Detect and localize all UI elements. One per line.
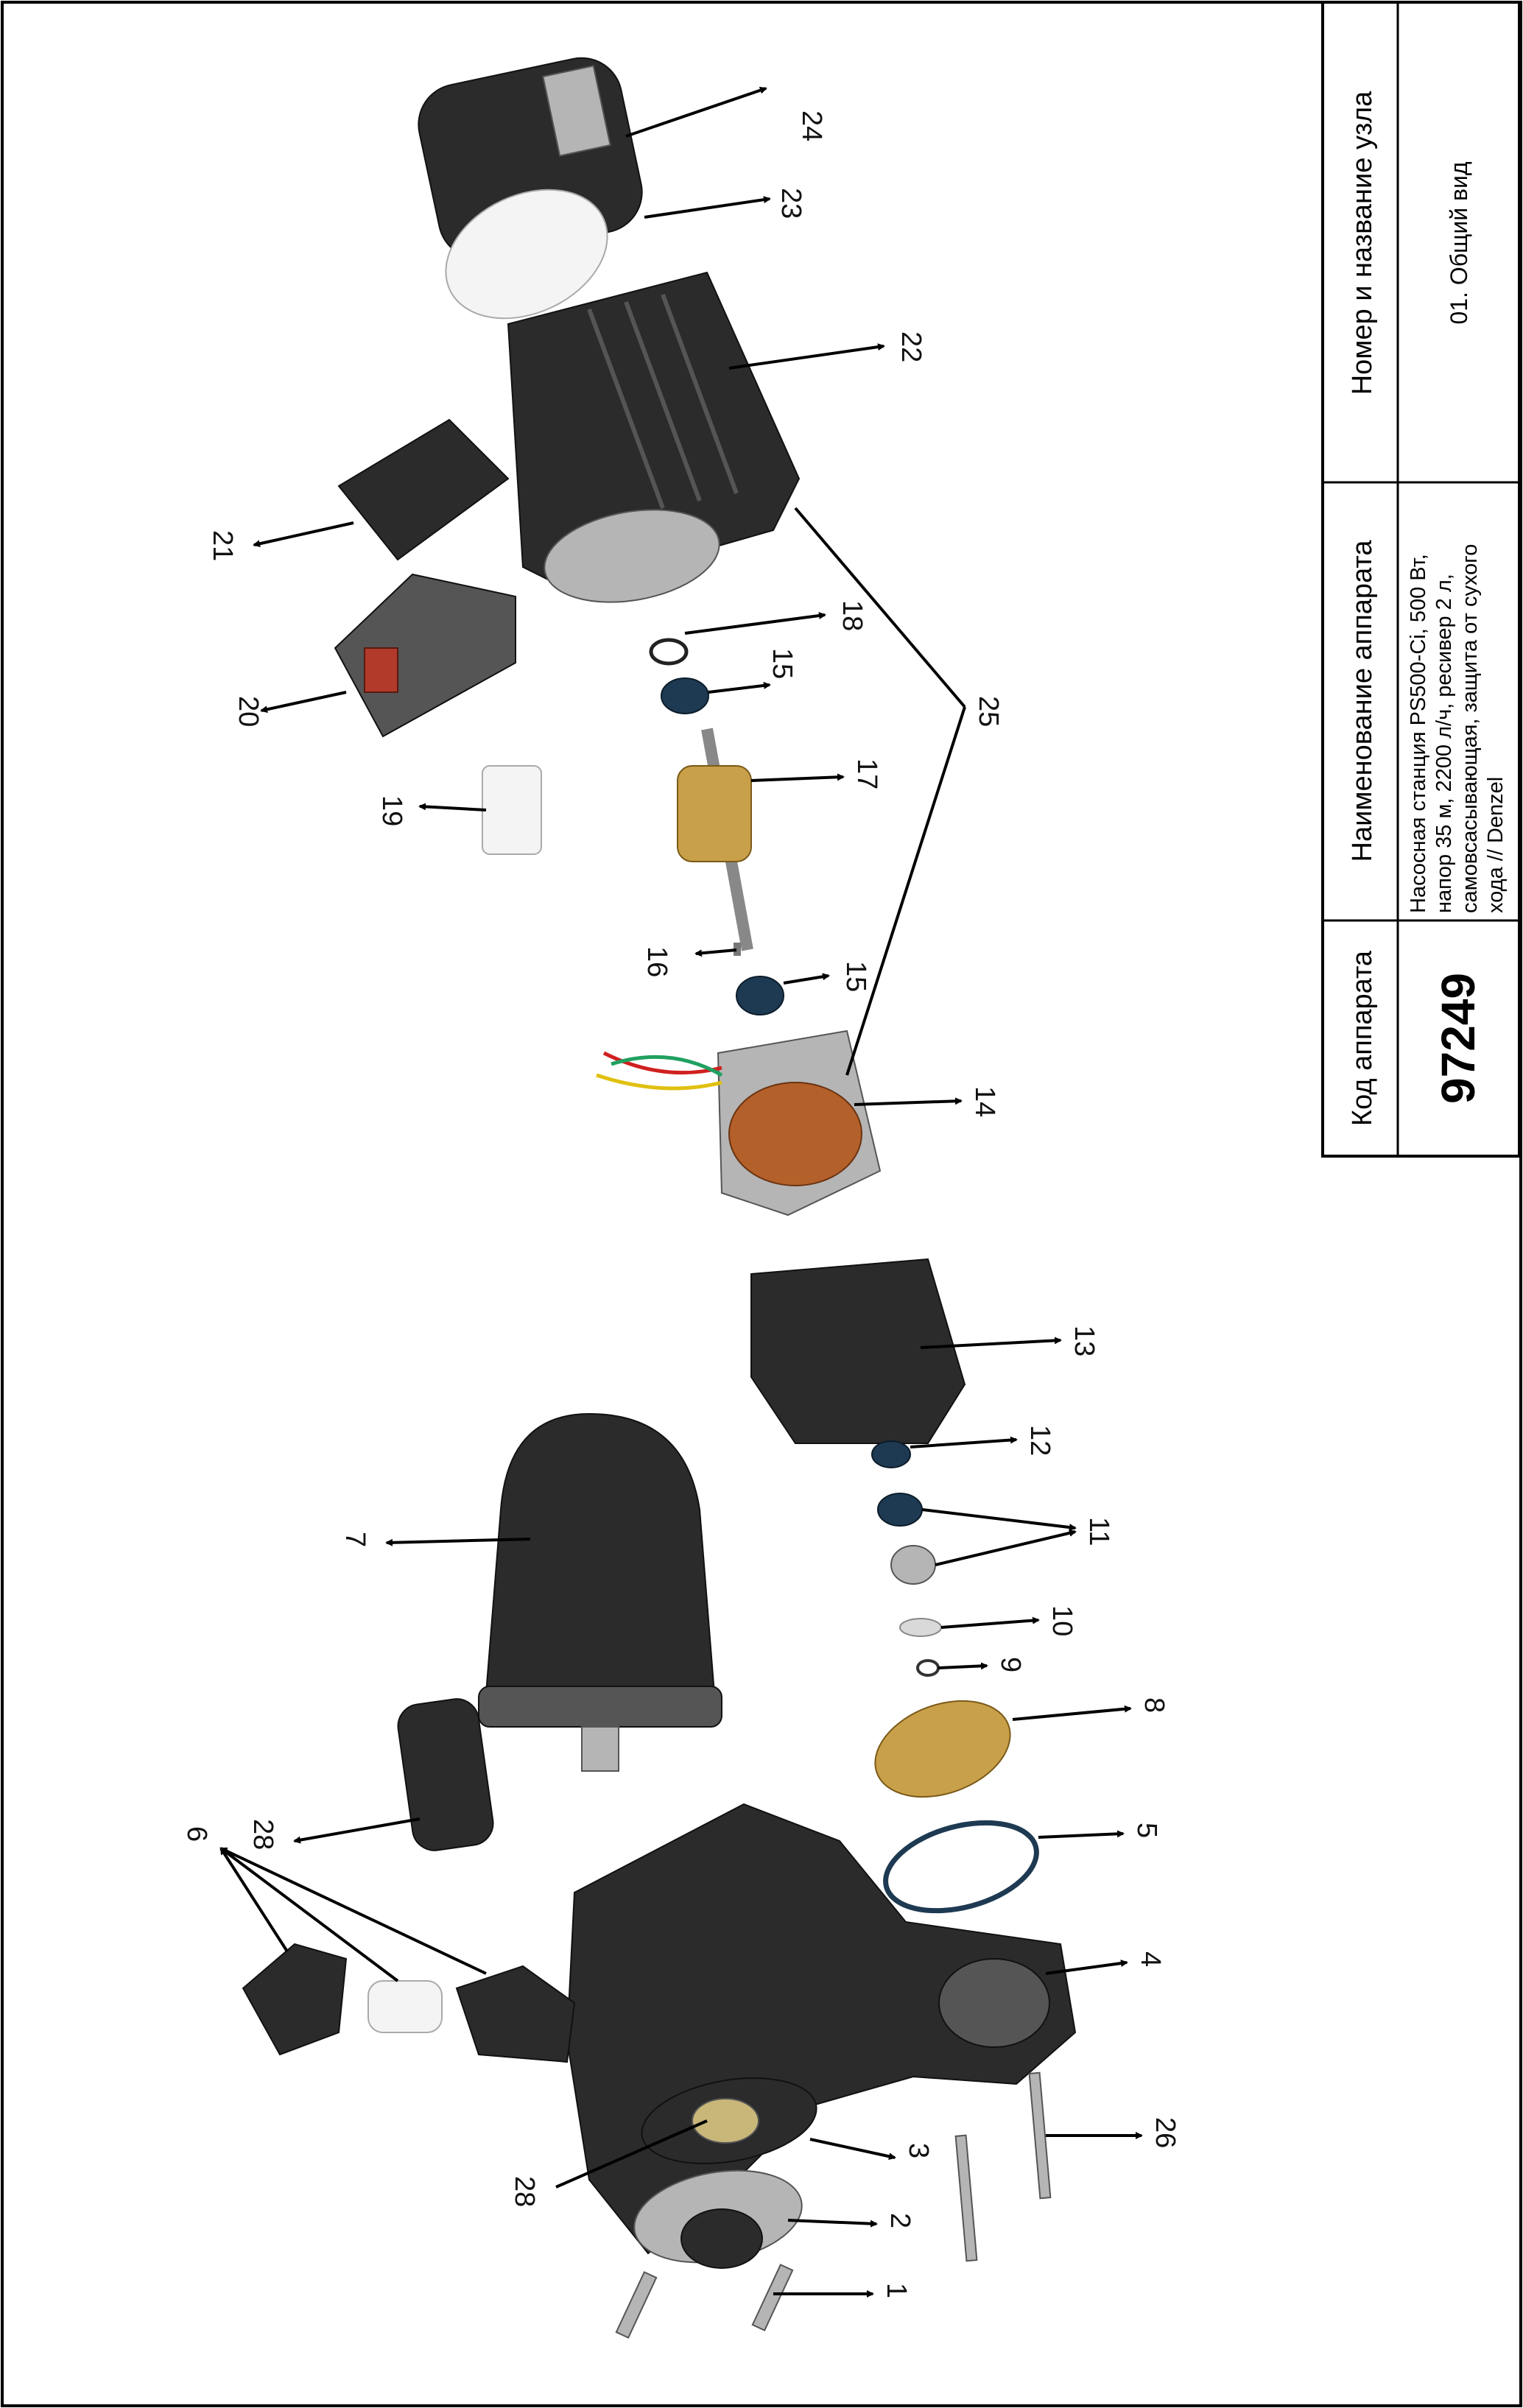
callout-2: 2	[884, 2213, 915, 2228]
fan-impeller-part	[445, 189, 608, 320]
callout-24: 24	[796, 110, 827, 141]
o-ring-small-part	[649, 638, 689, 666]
callout-numbers: 24 23 22 21 20 19 18 15 17 16 15 25 14 1…	[181, 110, 1181, 2298]
long-screw-b-part	[1028, 2071, 1052, 2200]
mechanical-seal-upper-part	[877, 1493, 923, 1527]
rotor-part	[677, 728, 753, 951]
check-valve-part	[242, 1943, 576, 2063]
seal-ring-part	[871, 1440, 911, 1468]
stator-part	[596, 1029, 882, 1217]
callout-28-upper: 28	[247, 1819, 278, 1850]
node-header: Номер и название узла	[1347, 91, 1378, 395]
callout-17: 17	[851, 758, 882, 789]
o-ring-large-part	[883, 1820, 1039, 1914]
parts-illustration	[242, 57, 1077, 2339]
callout-21: 21	[207, 530, 238, 561]
callout-9: 9	[995, 1657, 1026, 1672]
callout-26: 26	[1150, 2117, 1181, 2148]
callout-6: 6	[181, 1826, 212, 1842]
callout-12: 12	[1024, 1425, 1055, 1456]
callout-22: 22	[896, 331, 926, 362]
leader-lines	[219, 86, 1143, 2298]
bearing-upper-part	[661, 677, 709, 714]
name-line-3: самовсасывающая, защита от сухого	[1458, 544, 1482, 913]
callout-13: 13	[1069, 1326, 1100, 1356]
callout-15-upper: 15	[767, 648, 798, 679]
terminal-box-part	[334, 573, 516, 738]
screw-right-part	[751, 2264, 794, 2331]
callout-28-lower: 28	[509, 2176, 540, 2207]
callout-1: 1	[881, 2283, 912, 2298]
washer-part	[899, 1618, 942, 1637]
callout-11: 11	[1083, 1517, 1114, 1546]
title-block: Номер и название узла 01. Общий вид Наим…	[1321, 1, 1521, 1158]
impeller-part	[874, 1700, 1011, 1798]
name-header: Наименование аппарата	[1347, 540, 1378, 862]
callout-16: 16	[641, 946, 672, 977]
code-header: Код аппарата	[1347, 950, 1378, 1126]
shaft-key-part	[734, 943, 741, 956]
screw-left-part	[615, 2271, 658, 2339]
callout-25: 25	[973, 696, 1004, 727]
pressure-tank-part	[478, 1412, 722, 1772]
circlip-part	[916, 1659, 940, 1677]
callout-14: 14	[969, 1086, 1000, 1117]
callout-5: 5	[1131, 1823, 1162, 1838]
motor-flange-part	[750, 1258, 966, 1444]
callout-4: 4	[1135, 1951, 1166, 1967]
long-screw-a-part	[954, 2134, 978, 2262]
callout-8: 8	[1139, 1697, 1169, 1713]
callout-23: 23	[775, 188, 806, 219]
name-line-4: хода // Denzel	[1484, 777, 1508, 913]
name-line-1: Насосная станция PS500-Ci, 500 Вт,	[1407, 554, 1430, 913]
callout-20: 20	[233, 696, 264, 727]
node-value: 01. Общий вид	[1446, 161, 1472, 324]
callout-10: 10	[1047, 1605, 1077, 1636]
terminal-box-cover-part	[337, 418, 510, 561]
callout-18: 18	[837, 600, 868, 631]
mechanical-seal-lower-part	[890, 1545, 936, 1585]
callout-7: 7	[340, 1532, 370, 1547]
pump-housing-part	[566, 1803, 1077, 2255]
callout-3: 3	[903, 2143, 934, 2158]
capacitor-part	[482, 765, 542, 855]
plug-upper-part	[397, 1698, 494, 1851]
callout-15-lower: 15	[840, 961, 871, 992]
code-value: 97249	[1432, 973, 1485, 1104]
bearing-lower-part	[736, 976, 784, 1015]
callout-19: 19	[376, 795, 407, 826]
name-line-2: напор 35 м, 2200 л/ч, ресивер 2 л,	[1432, 574, 1456, 913]
motor-housing-part	[507, 271, 801, 603]
